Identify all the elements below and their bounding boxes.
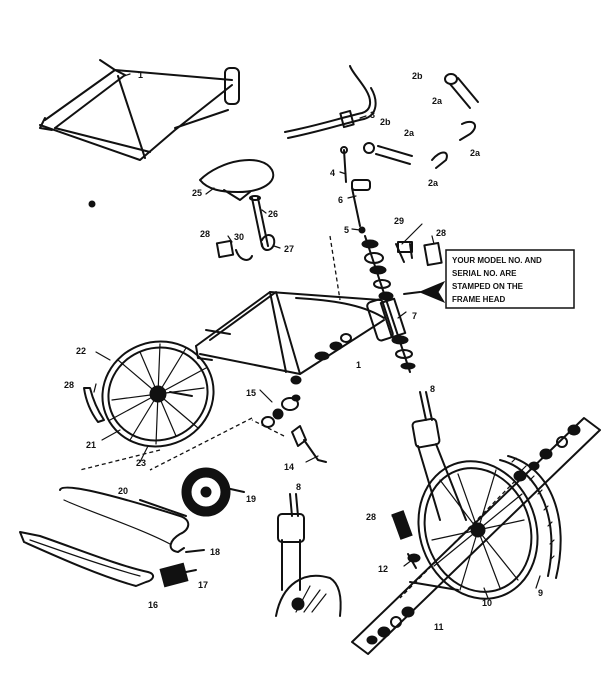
kickstand: [291, 425, 327, 463]
label-part-30: 30: [234, 232, 244, 242]
pedal: [159, 562, 197, 588]
stem-parts: [340, 146, 371, 234]
front-fork: [411, 391, 467, 521]
label-part-2a-lower: 2a: [428, 178, 439, 188]
callout-line-1: YOUR MODEL NO. AND: [452, 256, 542, 265]
axle-parts-strip: [351, 417, 601, 655]
label-part-17: 17: [198, 580, 208, 590]
callout-line-3: STAMPED ON THE: [452, 282, 524, 291]
label-part-14: 14: [284, 462, 294, 472]
label-part-15: 15: [246, 388, 256, 398]
label-part-2b-upper: 2b: [412, 71, 423, 81]
label-part-27: 27: [284, 244, 294, 254]
bottom-bracket-parts: [261, 394, 301, 428]
part-number-labels: 1 1 2b 2a 2b 2a 2a 2a 3 4 6 5 7 8 8 9 10…: [64, 70, 543, 632]
chainring: [181, 467, 245, 517]
label-part-1-frame-top: 1: [138, 70, 143, 80]
label-part-25: 25: [192, 188, 202, 198]
label-part-19: 19: [246, 494, 256, 504]
callout-line-4: FRAME HEAD: [452, 295, 506, 304]
label-part-12: 12: [378, 564, 388, 574]
label-part-11: 11: [434, 622, 444, 632]
label-part-29: 29: [394, 216, 404, 226]
chain-guard: [19, 531, 154, 587]
label-part-2a-upper: 2a: [432, 96, 443, 106]
label-part-28-fender: 28: [64, 380, 74, 390]
label-part-28-clamp: 28: [200, 229, 210, 239]
label-part-28-right: 28: [436, 228, 446, 238]
label-part-21: 21: [86, 440, 96, 450]
label-part-7: 7: [412, 311, 417, 321]
serial-number-callout: YOUR MODEL NO. AND SERIAL NO. ARE STAMPE…: [403, 249, 575, 309]
fork-small: [275, 493, 342, 617]
callout-arrow-icon: [418, 280, 446, 304]
label-part-26: 26: [268, 209, 278, 219]
label-part-9: 9: [538, 588, 543, 598]
label-part-3: 3: [370, 110, 375, 120]
label-part-10: 10: [482, 598, 492, 608]
label-part-2a-middle: 2a: [404, 128, 415, 138]
assembly-guide-lines: [79, 235, 341, 471]
label-part-4: 4: [330, 168, 335, 178]
clamp-parts-right: [395, 241, 443, 267]
front-fender: [499, 455, 562, 579]
label-part-8-front-fork: 8: [430, 384, 435, 394]
label-part-2b-lower: 2b: [380, 117, 391, 127]
rear-wheel: [101, 340, 215, 448]
handlebar: [284, 65, 377, 139]
label-part-1-frame-main: 1: [356, 360, 361, 370]
frame-main: [195, 291, 394, 385]
stray-mark-dot: [88, 200, 96, 208]
label-part-18: 18: [210, 547, 220, 557]
label-part-22: 22: [76, 346, 86, 356]
handle-grips: [363, 73, 479, 169]
label-part-6: 6: [338, 195, 343, 205]
label-part-5: 5: [344, 225, 349, 235]
front-reflector: [391, 510, 421, 569]
frame-top: [39, 59, 240, 161]
label-part-20: 20: [118, 486, 128, 496]
label-part-8-small-fork: 8: [296, 482, 301, 492]
chain: [59, 486, 190, 553]
rear-fender-piece: [83, 387, 105, 423]
pedal-crank-link: [185, 549, 205, 553]
label-leader-lines: [93, 73, 541, 599]
label-part-23: 23: [136, 458, 146, 468]
saddle-assembly: [199, 158, 276, 261]
label-part-28-reflector: 28: [366, 512, 376, 522]
front-wheel: [417, 460, 539, 600]
callout-line-2: SERIAL NO. ARE: [452, 269, 517, 278]
label-part-2a-right: 2a: [470, 148, 481, 158]
label-part-16: 16: [148, 600, 158, 610]
headset-stack: [361, 235, 416, 373]
